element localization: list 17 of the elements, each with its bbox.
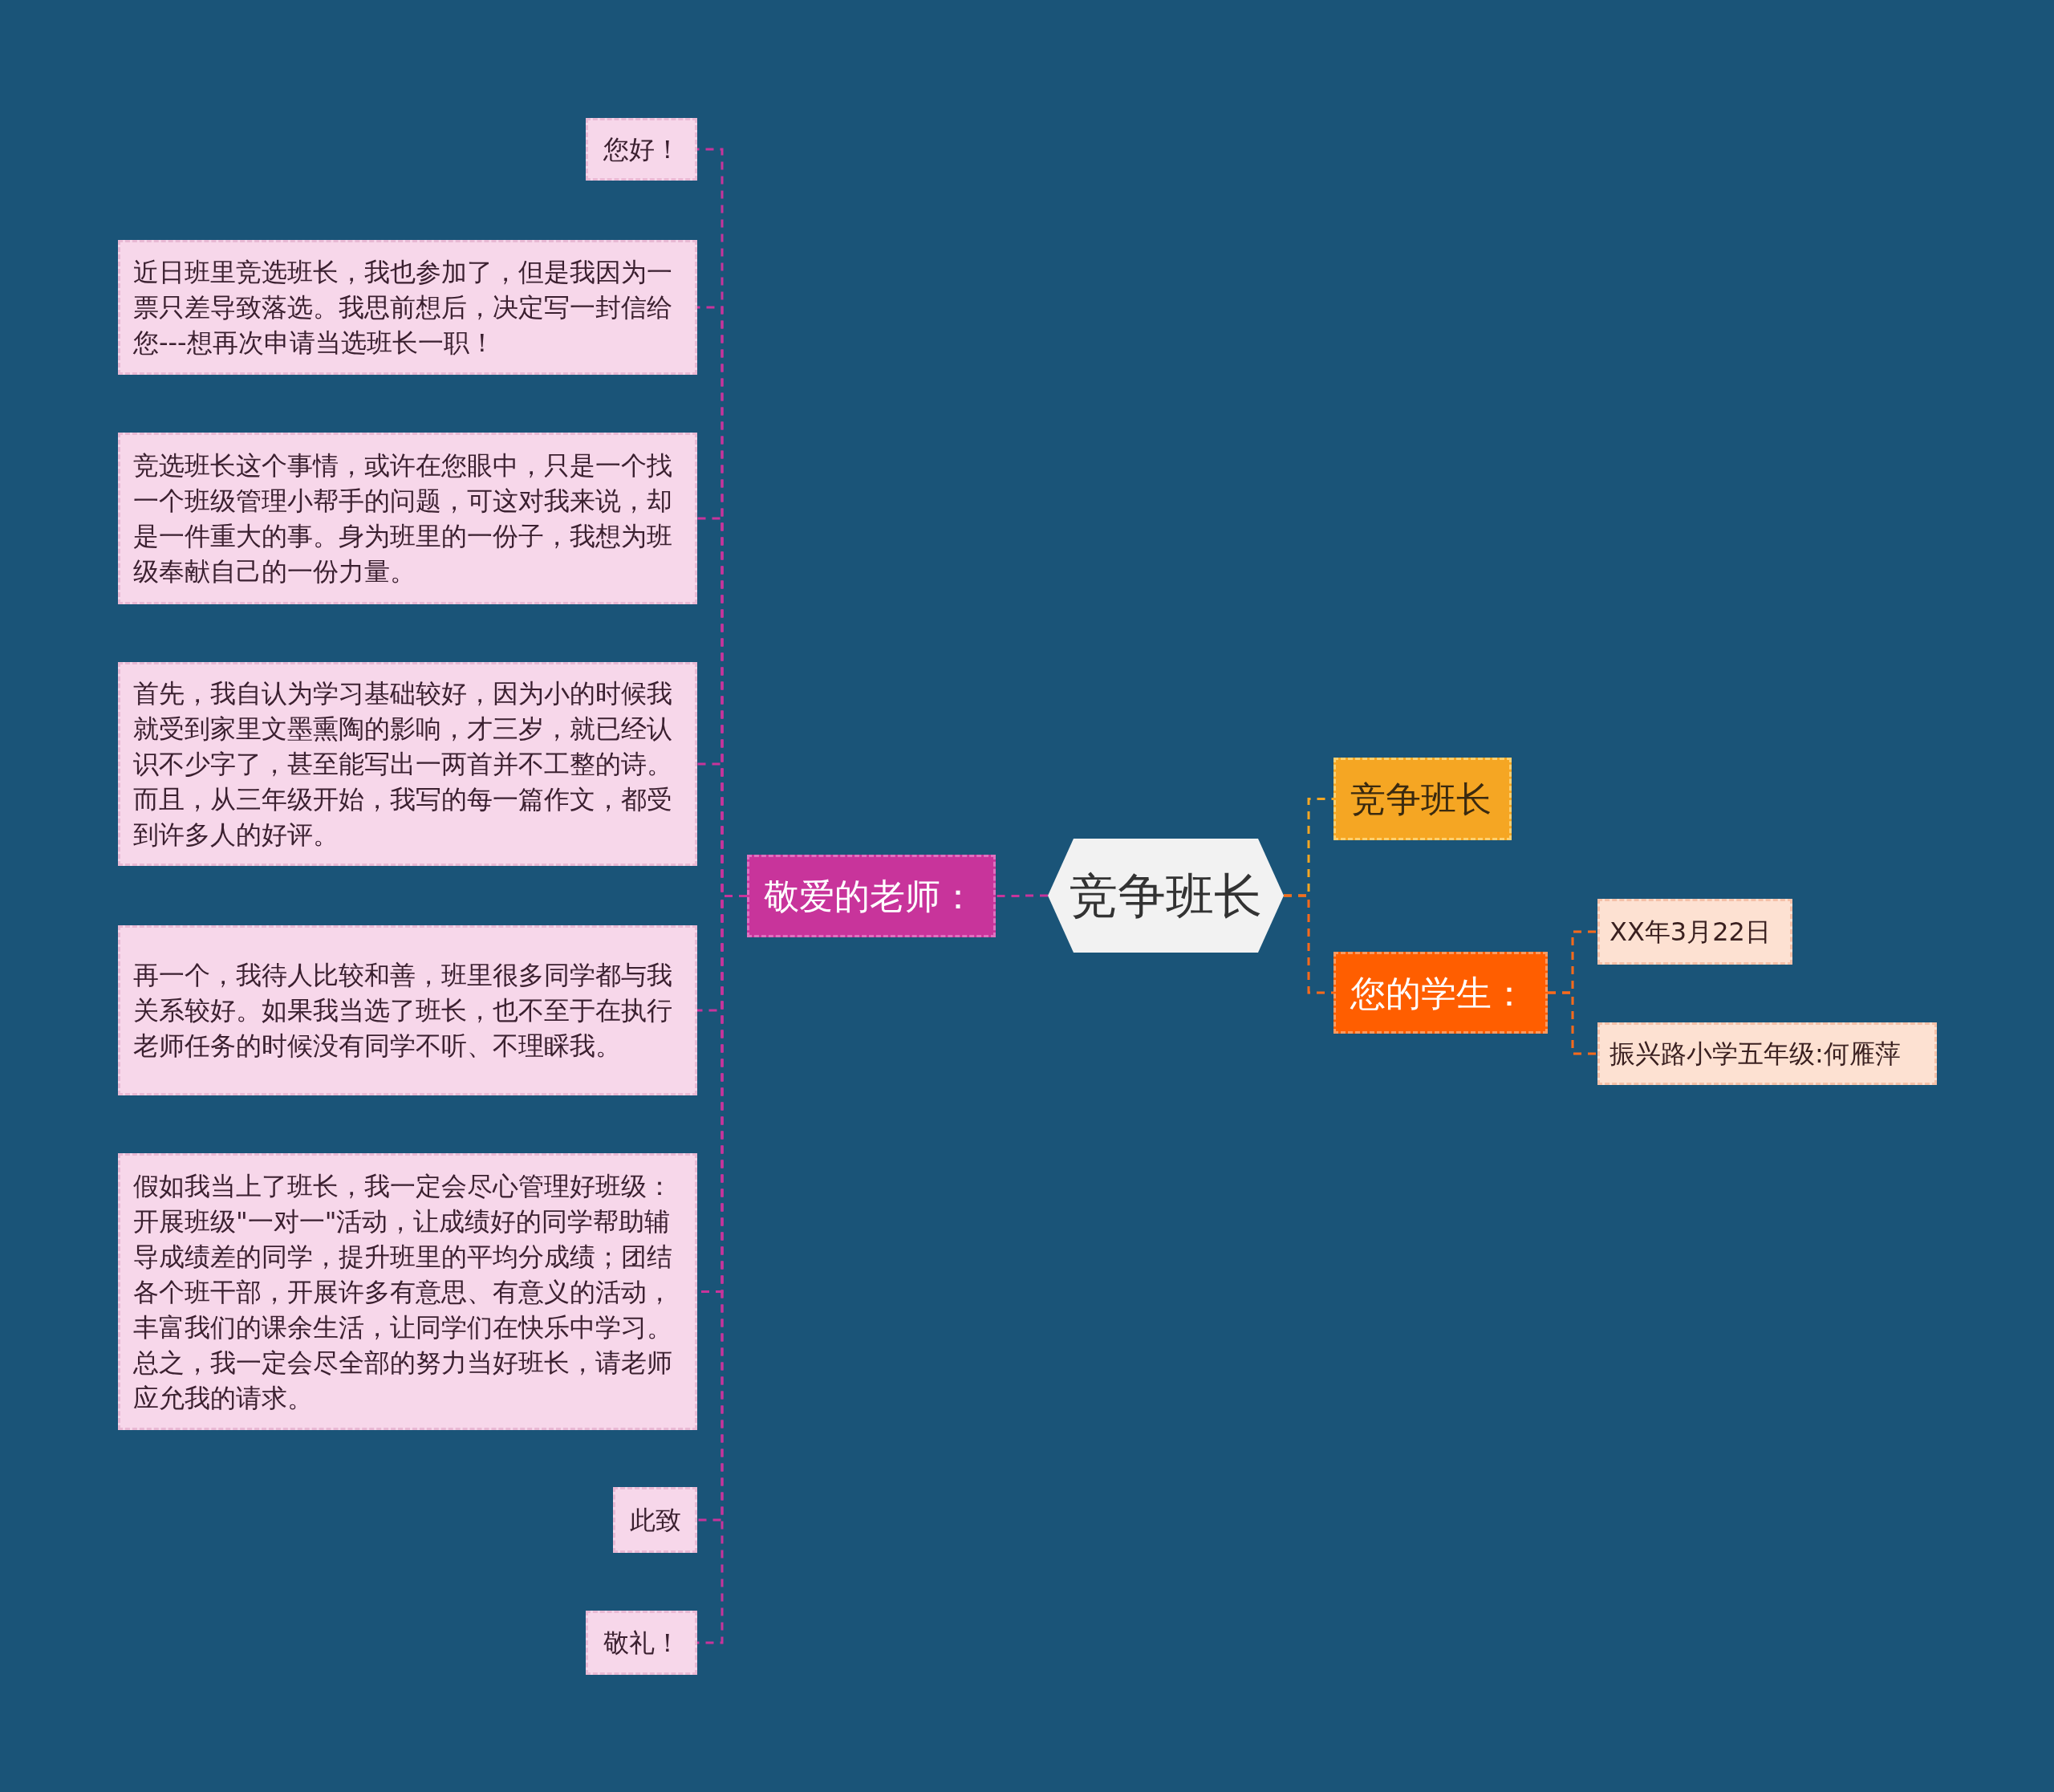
text-box: 近日班里竞选班长，我也参加了，但是我因为一票只差导致落选。我思前想后，决定写一封信给您---想再次申请当选班长一职！ — [118, 240, 697, 375]
text-box: 再一个，我待人比较和善，班里很多同学都与我关系较好。如果我当选了班长，也不至于在执行老师任务的时候没有同学不听、不理睬我。 — [118, 925, 697, 1095]
text-box: XX年3月22日 — [1597, 899, 1792, 965]
text-box: 首先，我自认为学习基础较好，因为小的时候我就受到家里文墨熏陶的影响，才三岁，就已经认识不少字了，甚至能写出一两首并不工整的诗。而且，从三年级开始，我写的每一篇作文，都受到许多人的好评。 — [118, 662, 697, 866]
topic-box: 竞争班长 — [1333, 758, 1512, 840]
text-box: 敬礼！ — [586, 1611, 697, 1675]
text-box: 假如我当上了班长，我一定会尽心管理好班级：开展班级"一对一"活动，让成绩好的同学帮助辅导成绩差的同学，提升班里的平均分成绩；团结各个班干部，开展许多有意思、有意义的活动，丰富我们的课余生活，让同学们在快乐中学习。总之，我一定会尽全部的努力当好班长，请老师应允我的请求。 — [118, 1153, 697, 1430]
central-topic: 竞争班长 — [1048, 839, 1284, 953]
text-box: 振兴路小学五年级:何雁萍 — [1597, 1022, 1937, 1085]
text-box: 您好！ — [586, 118, 697, 181]
topic-box: 您的学生： — [1333, 952, 1548, 1034]
connector-line — [1548, 991, 1597, 1055]
connector-line — [1284, 894, 1333, 994]
text-box: 此致 — [613, 1487, 697, 1553]
connector-line — [996, 894, 1048, 897]
text-box: 竞选班长这个事情，或许在您眼中，只是一个找一个班级管理小帮手的问题，可这对我来说，却是一件重大的事。身为班里的一份子，我想为班级奉献自己的一份力量。 — [118, 433, 697, 604]
topic-box: 敬爱的老师： — [747, 855, 996, 937]
